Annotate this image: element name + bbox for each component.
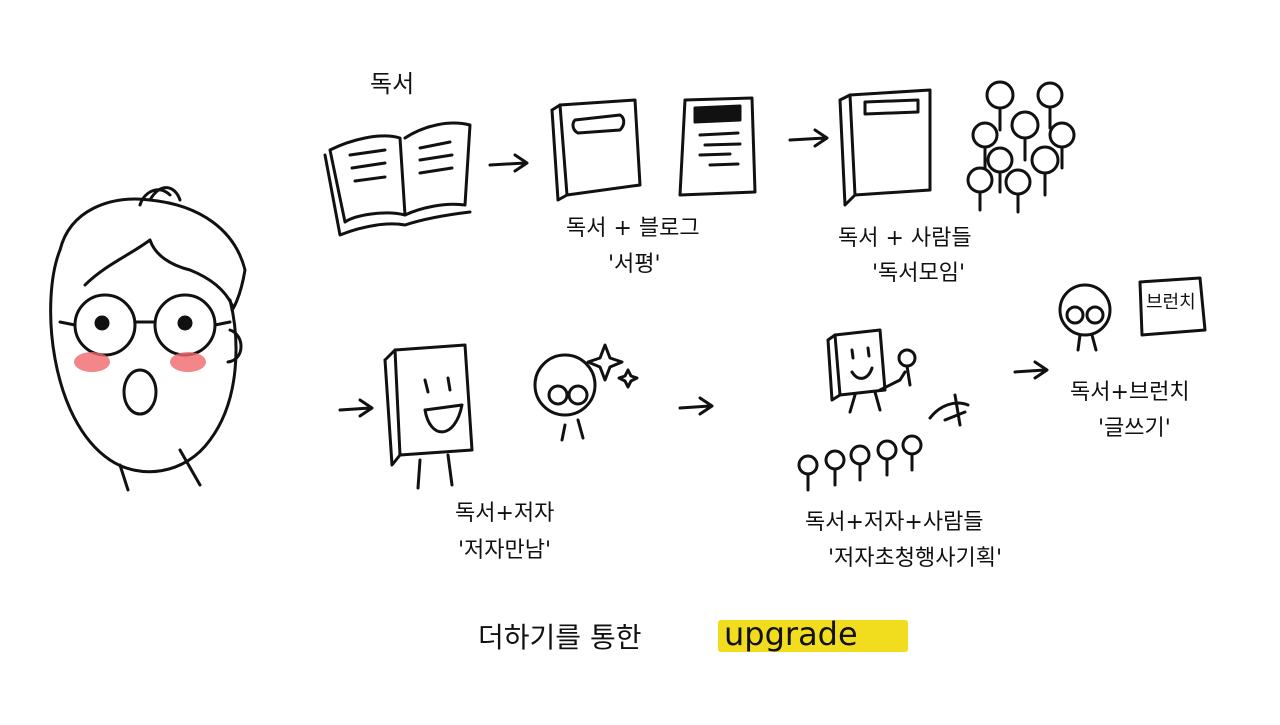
book-speaker-character xyxy=(826,328,917,414)
document-icon xyxy=(678,96,757,197)
blog-step-line1: 독서 + 블로그 xyxy=(566,216,700,241)
group-step-line2: '독서모임' xyxy=(872,261,966,286)
arrow-icon xyxy=(678,396,714,416)
group-step-line1: 독서 + 사람들 xyxy=(838,226,972,251)
writing-step-line1: 독서+브런치 xyxy=(1070,380,1190,405)
people-crowd-icon xyxy=(966,80,1076,214)
open-book-icon xyxy=(323,121,472,237)
writing-step-line2: '글쓰기' xyxy=(1098,416,1171,441)
footer-highlight-text: upgrade xyxy=(724,615,858,653)
author-step-line1: 독서+저자 xyxy=(455,501,555,526)
smiling-book-character xyxy=(383,343,474,490)
glasses-person-icon xyxy=(533,343,639,442)
arrow-icon xyxy=(788,128,829,148)
audience-icon xyxy=(797,434,923,492)
reading-label: 독서 xyxy=(370,70,415,98)
event-step-line1: 독서+저자+사람들 xyxy=(805,510,984,535)
footer-highlight: upgrade xyxy=(718,612,908,660)
arrow-icon xyxy=(488,153,529,173)
highlight-marker xyxy=(718,620,908,652)
brunch-sign-text: 브런치 xyxy=(1146,292,1196,313)
event-step-line2: '저자초청행사기획' xyxy=(828,546,1003,571)
footer-text: 더하기를 통한 xyxy=(478,621,642,654)
clapping-marks xyxy=(928,393,970,427)
arrow-icon xyxy=(338,398,374,418)
blog-step-line2: '서평' xyxy=(608,252,661,277)
brunch-sign-icon xyxy=(1138,276,1207,337)
glasses-character-illustration xyxy=(49,186,247,492)
writer-person-icon xyxy=(1058,283,1112,352)
author-step-line2: '저자만남' xyxy=(458,538,552,563)
book-cover-icon xyxy=(838,88,932,207)
book-cover-icon xyxy=(550,98,642,202)
arrow-icon xyxy=(1013,360,1049,380)
